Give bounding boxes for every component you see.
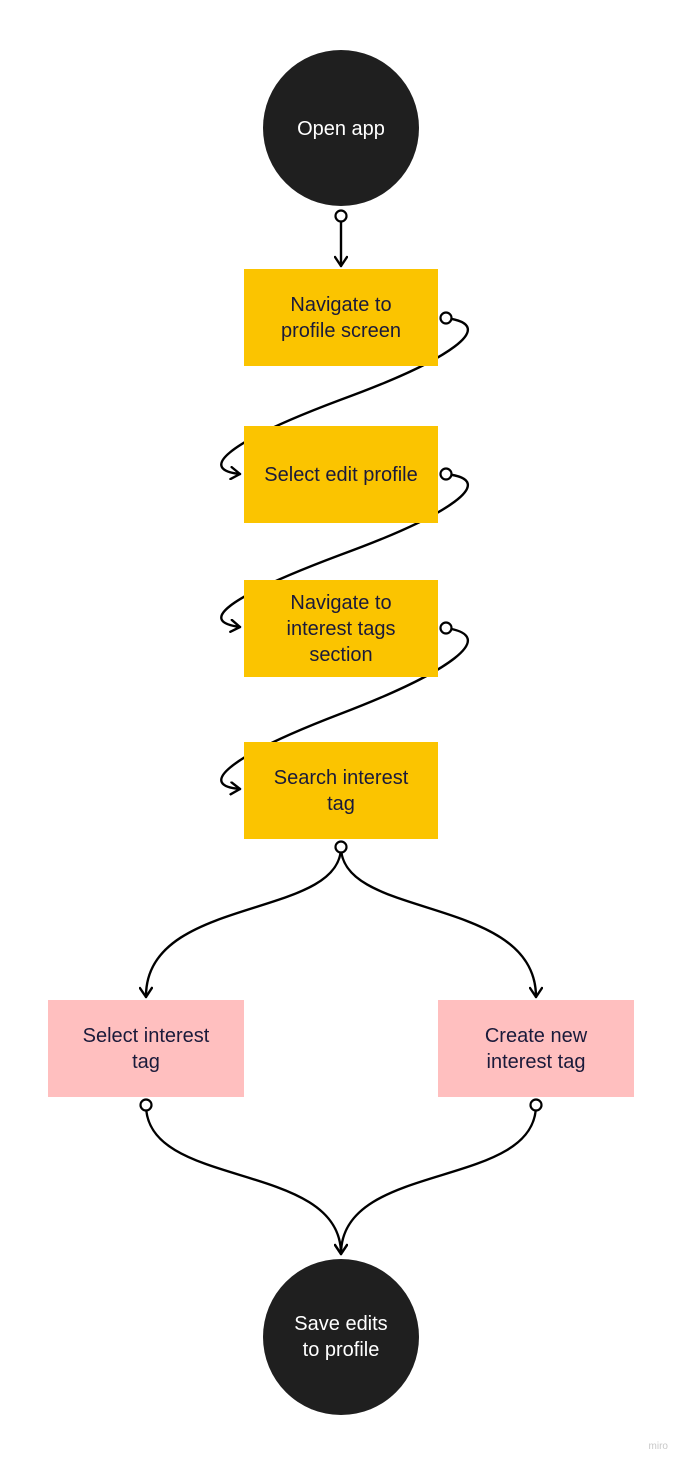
node-navigate-to-interest-tags-section[interactable]: Navigate to interest tags section — [244, 580, 438, 677]
node-label-line-2: tag — [327, 793, 355, 815]
edge-select-tag-to-save-edits — [144, 1103, 341, 1256]
step-box — [244, 742, 438, 839]
connectors — [144, 215, 538, 1256]
node-label-line-1: Navigate to — [290, 294, 391, 316]
node-search-interest-tag[interactable]: Search interest tag — [244, 742, 438, 839]
node-label: Select edit profile — [264, 464, 417, 486]
port-select-tag-bottom[interactable] — [139, 1098, 153, 1112]
node-label: Open app — [297, 118, 385, 140]
node-navigate-to-profile-screen[interactable]: Navigate to profile screen — [244, 269, 438, 366]
node-label-line-1: Create new — [485, 1025, 588, 1047]
branch-box — [438, 1000, 634, 1097]
port-create-tag-bottom[interactable] — [529, 1098, 543, 1112]
node-label-line-1: Select interest — [83, 1025, 210, 1047]
node-label-line-2: tag — [132, 1051, 160, 1073]
node-create-new-interest-tag[interactable]: Create new interest tag — [438, 1000, 634, 1097]
ports — [139, 209, 543, 1112]
port-nav-tags-right[interactable] — [439, 621, 453, 635]
branch-box — [48, 1000, 244, 1097]
port-edit-profile-right[interactable] — [439, 467, 453, 481]
node-label-line-2: to profile — [303, 1339, 380, 1361]
edge-edit-profile-to-nav-tags — [220, 472, 469, 627]
edge-search-tag-to-select-tag — [146, 845, 343, 999]
edge-search-tag-to-create-tag — [339, 845, 536, 999]
node-select-interest-tag[interactable]: Select interest tag — [48, 1000, 244, 1097]
terminal-circle — [263, 50, 419, 206]
terminal-circle — [263, 1259, 419, 1415]
node-label-line-3: section — [309, 644, 372, 666]
port-open-app-bottom[interactable] — [334, 209, 348, 223]
step-box — [244, 269, 438, 366]
step-box — [244, 426, 438, 523]
node-select-edit-profile[interactable]: Select edit profile — [244, 426, 438, 523]
miro-watermark: miro — [649, 1441, 669, 1452]
node-label-line-1: Search interest — [274, 767, 409, 789]
edge-nav-profile-to-edit-profile — [220, 316, 469, 474]
port-search-tag-bottom[interactable] — [334, 840, 348, 854]
node-label-line-2: interest tag — [487, 1051, 586, 1073]
edge-nav-tags-to-search-tag — [220, 626, 469, 789]
node-open-app[interactable]: Open app — [263, 50, 419, 206]
step-box — [244, 580, 438, 677]
node-label-line-1: Save edits — [294, 1313, 387, 1335]
port-nav-profile-right[interactable] — [439, 311, 453, 325]
node-label-line-1: Navigate to — [290, 592, 391, 614]
node-label-line-2: profile screen — [281, 320, 401, 342]
edge-create-tag-to-save-edits — [341, 1103, 538, 1256]
node-save-edits-to-profile[interactable]: Save edits to profile — [263, 1259, 419, 1415]
node-label-line-2: interest tags — [287, 618, 396, 640]
